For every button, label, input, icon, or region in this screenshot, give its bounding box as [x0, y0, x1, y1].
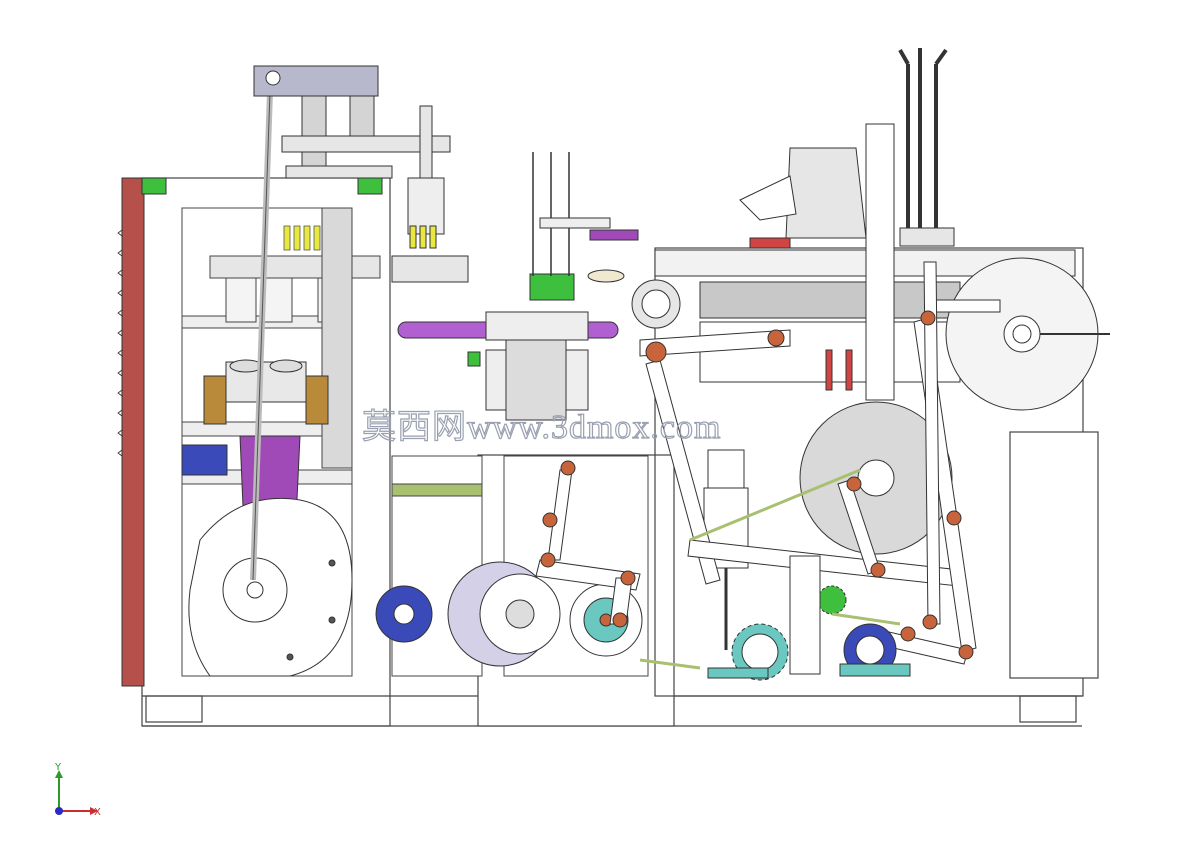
pivot-links — [535, 460, 641, 628]
origin-dot — [55, 807, 63, 815]
belts — [639, 468, 901, 670]
x-axis-label: X — [94, 807, 101, 818]
sprockets — [707, 555, 911, 681]
teal-pulley — [569, 583, 643, 657]
y-axis-label: Y — [54, 762, 62, 773]
right-linkages — [639, 261, 1001, 665]
axis-triad: Y X — [54, 762, 101, 818]
left-red-panel — [117, 177, 145, 687]
yellow-pins-left — [283, 225, 321, 251]
yellow-hooks — [898, 48, 955, 247]
gold-cylinders — [203, 359, 329, 425]
watermark-text: 莫西网www.3dmox.com — [362, 408, 721, 446]
center-top-assembly — [391, 152, 639, 283]
right-upper-bed — [654, 123, 1076, 401]
watermark: 莫西网www.3dmox.com — [361, 407, 721, 446]
paper-rolls — [631, 257, 1110, 555]
left-cam-disk — [188, 497, 353, 677]
spring-assembly — [467, 311, 589, 517]
top-bracket — [253, 65, 451, 179]
blue-wheels — [375, 561, 561, 667]
